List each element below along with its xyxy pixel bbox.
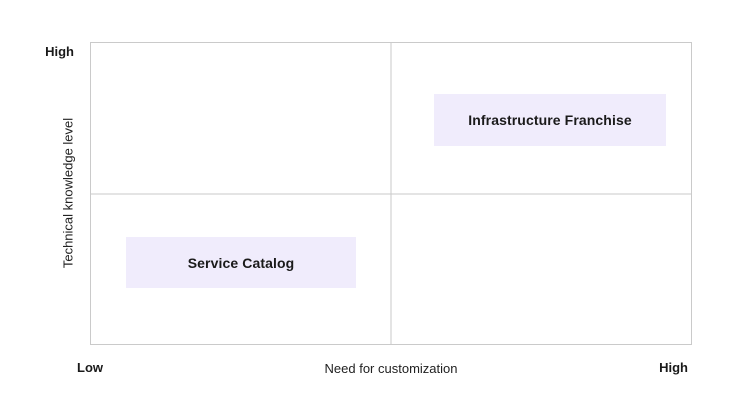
quadrant-item-infrastructure-franchise: Infrastructure Franchise xyxy=(434,94,666,146)
axis-low-label: Low xyxy=(77,360,103,375)
y-axis-title: Technical knowledge level xyxy=(60,117,76,269)
x-axis-title: Need for customization xyxy=(324,361,458,376)
quadrant-item-label: Service Catalog xyxy=(187,254,295,271)
y-axis-high-label: High xyxy=(45,44,74,59)
grid-horizontal-divider xyxy=(91,193,691,194)
quadrant-item-label: Infrastructure Franchise xyxy=(468,112,632,128)
x-axis-high-label: High xyxy=(659,360,688,375)
quadrant-grid: Infrastructure Franchise Service Catalog xyxy=(90,42,692,345)
quadrant-item-service-catalog: Service Catalog xyxy=(126,237,356,288)
